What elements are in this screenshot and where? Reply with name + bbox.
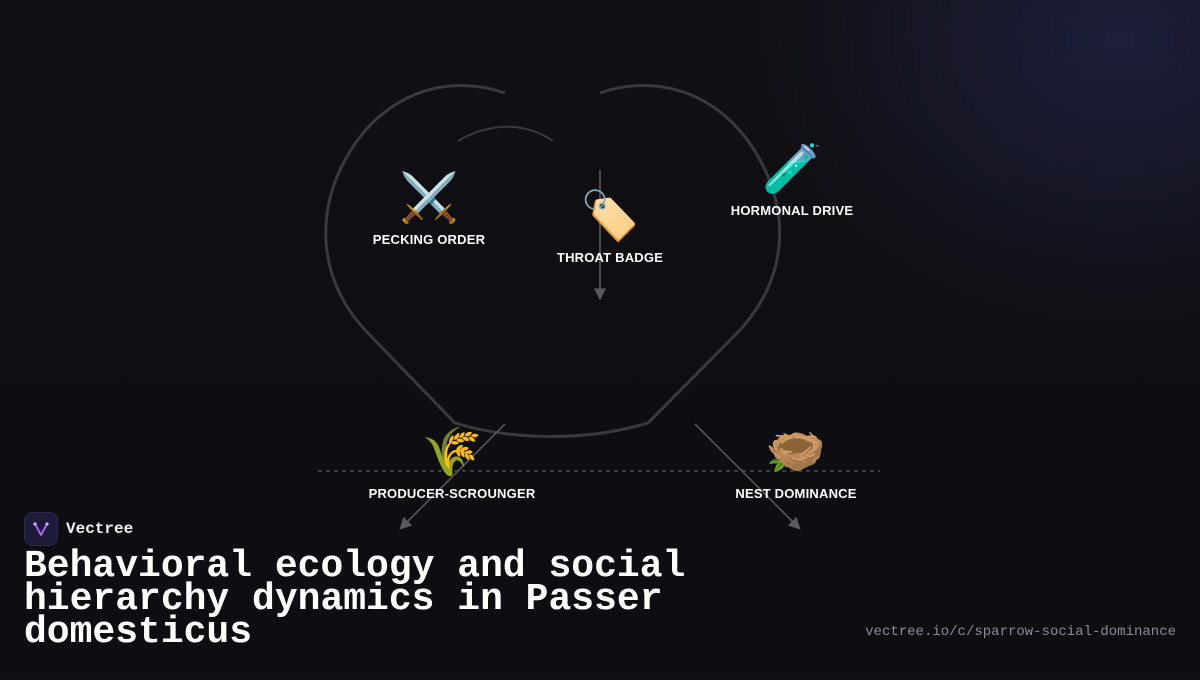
node-producer-scrounger: 🌾 PRODUCER-SCROUNGER xyxy=(369,424,536,501)
page-title: Behavioral ecology and social hierarchy … xyxy=(24,545,686,654)
node-label: HORMONAL DRIVE xyxy=(730,203,854,218)
heart-outline-right-lobe xyxy=(599,84,782,425)
page-url[interactable]: vectree.io/c/sparrow-social-dominance xyxy=(865,624,1176,640)
test-tube-icon: 🧪 xyxy=(762,141,822,197)
heart-inner-arc xyxy=(457,125,554,142)
heart-outline-left-lobe xyxy=(324,84,649,438)
arrow-to-nest-dominance xyxy=(694,423,801,530)
arrow-to-producer-scrounger xyxy=(399,423,506,530)
node-label: NEST DOMINANCE xyxy=(735,486,857,501)
wheat-sheaf-icon: 🌾 xyxy=(422,424,482,480)
vectree-v-logo-icon xyxy=(24,512,58,546)
node-hormonal-drive: 🧪 HORMONAL DRIVE xyxy=(731,141,853,218)
brand: Vectree xyxy=(24,512,133,546)
node-nest-dominance: 🪹 NEST DOMINANCE xyxy=(735,424,856,501)
crossed-swords-icon: ⚔️ xyxy=(399,170,459,226)
brand-name: Vectree xyxy=(66,520,134,538)
nest-icon: 🪹 xyxy=(766,424,826,480)
node-label: PRODUCER-SCROUNGER xyxy=(368,486,536,501)
label-tag-icon: 🏷️ xyxy=(580,188,640,244)
node-pecking-order: ⚔️ PECKING ORDER xyxy=(373,170,485,247)
node-throat-badge: 🏷️ THROAT BADGE xyxy=(557,188,663,265)
node-label: PECKING ORDER xyxy=(372,232,486,247)
node-label: THROAT BADGE xyxy=(556,250,664,265)
